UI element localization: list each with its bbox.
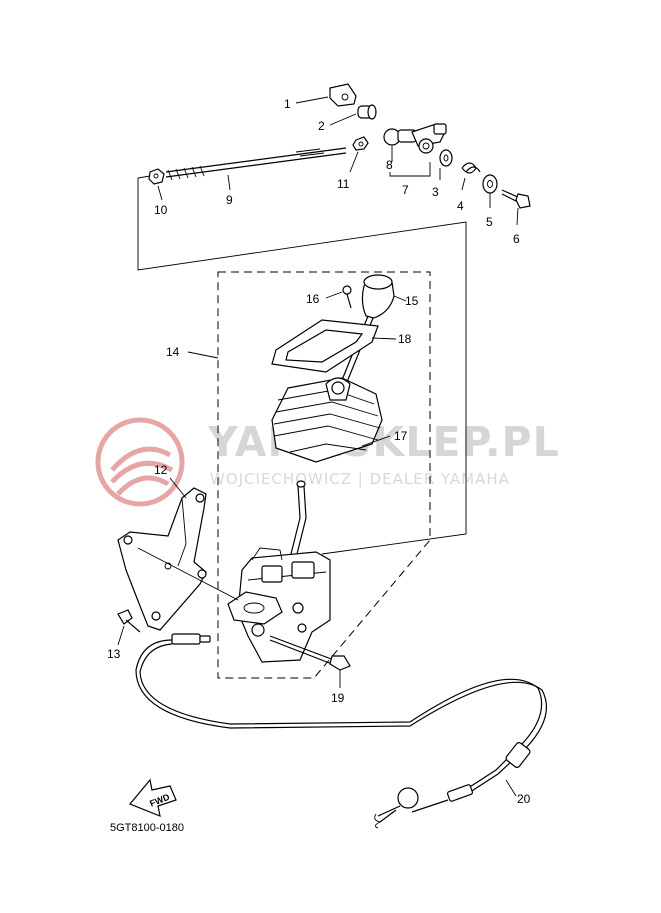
part-5-washer	[482, 174, 498, 208]
part-label-7: 7	[402, 183, 409, 197]
part-label-12: 12	[154, 463, 168, 477]
watermark: YAMASKLEP.PL WOJCIECHOWICZ | DEALER YAMA…	[95, 417, 560, 507]
part-label-8: 8	[386, 158, 393, 172]
lever-housing	[227, 547, 331, 663]
part-label-2: 2	[318, 119, 325, 133]
part-label-3: 3	[432, 185, 439, 199]
part-7-rod-end	[389, 123, 447, 177]
watermark-logo	[95, 417, 185, 507]
part-8-ball-joint	[383, 128, 417, 162]
part-18-frame	[271, 319, 397, 373]
part-label-19: 19	[331, 691, 345, 705]
watermark-main-text: YAMASKLEP.PL	[207, 418, 560, 466]
part-label-20: 20	[517, 792, 531, 806]
part-label-5: 5	[486, 215, 493, 229]
part-3-washer	[439, 149, 453, 180]
part-12-bracket	[117, 477, 239, 631]
part-label-17: 17	[394, 429, 408, 443]
part-16-screw	[325, 285, 352, 309]
part-14-boundary	[217, 271, 431, 679]
part-label-1: 1	[284, 97, 291, 111]
part-1-clip	[295, 83, 357, 107]
part-19-bolt	[269, 635, 351, 688]
part-2-bushing	[329, 104, 377, 126]
leader-rod-to-lever	[137, 175, 467, 555]
part-label-10: 10	[154, 203, 168, 217]
part-9-shift-rod	[165, 147, 347, 191]
part-label-13: 13	[107, 647, 121, 661]
part-17-boot	[271, 377, 391, 463]
fwd-arrow-icon: FWD	[129, 778, 177, 817]
part-label-15: 15	[405, 294, 419, 308]
part-label-18: 18	[398, 332, 412, 346]
diagram-code: 5GT8100-0180	[110, 822, 184, 834]
part-20-cable	[135, 633, 548, 829]
part-label-14: 14	[166, 345, 180, 359]
part-label-11: 11	[337, 177, 350, 191]
part-10-nut	[148, 168, 165, 201]
part-label-16: 16	[306, 292, 320, 306]
lever-shaft	[287, 480, 307, 567]
part-4-spring-washer	[461, 162, 481, 191]
part-13-bolt	[117, 609, 141, 646]
part-6-bolt	[501, 189, 531, 226]
part-label-4: 4	[457, 199, 464, 213]
part-label-6: 6	[513, 232, 520, 246]
watermark-sub-text: WOJCIECHOWICZ | DEALER YAMAHA	[210, 470, 510, 488]
part-label-9: 9	[226, 193, 233, 207]
part-11-nut	[349, 136, 369, 173]
